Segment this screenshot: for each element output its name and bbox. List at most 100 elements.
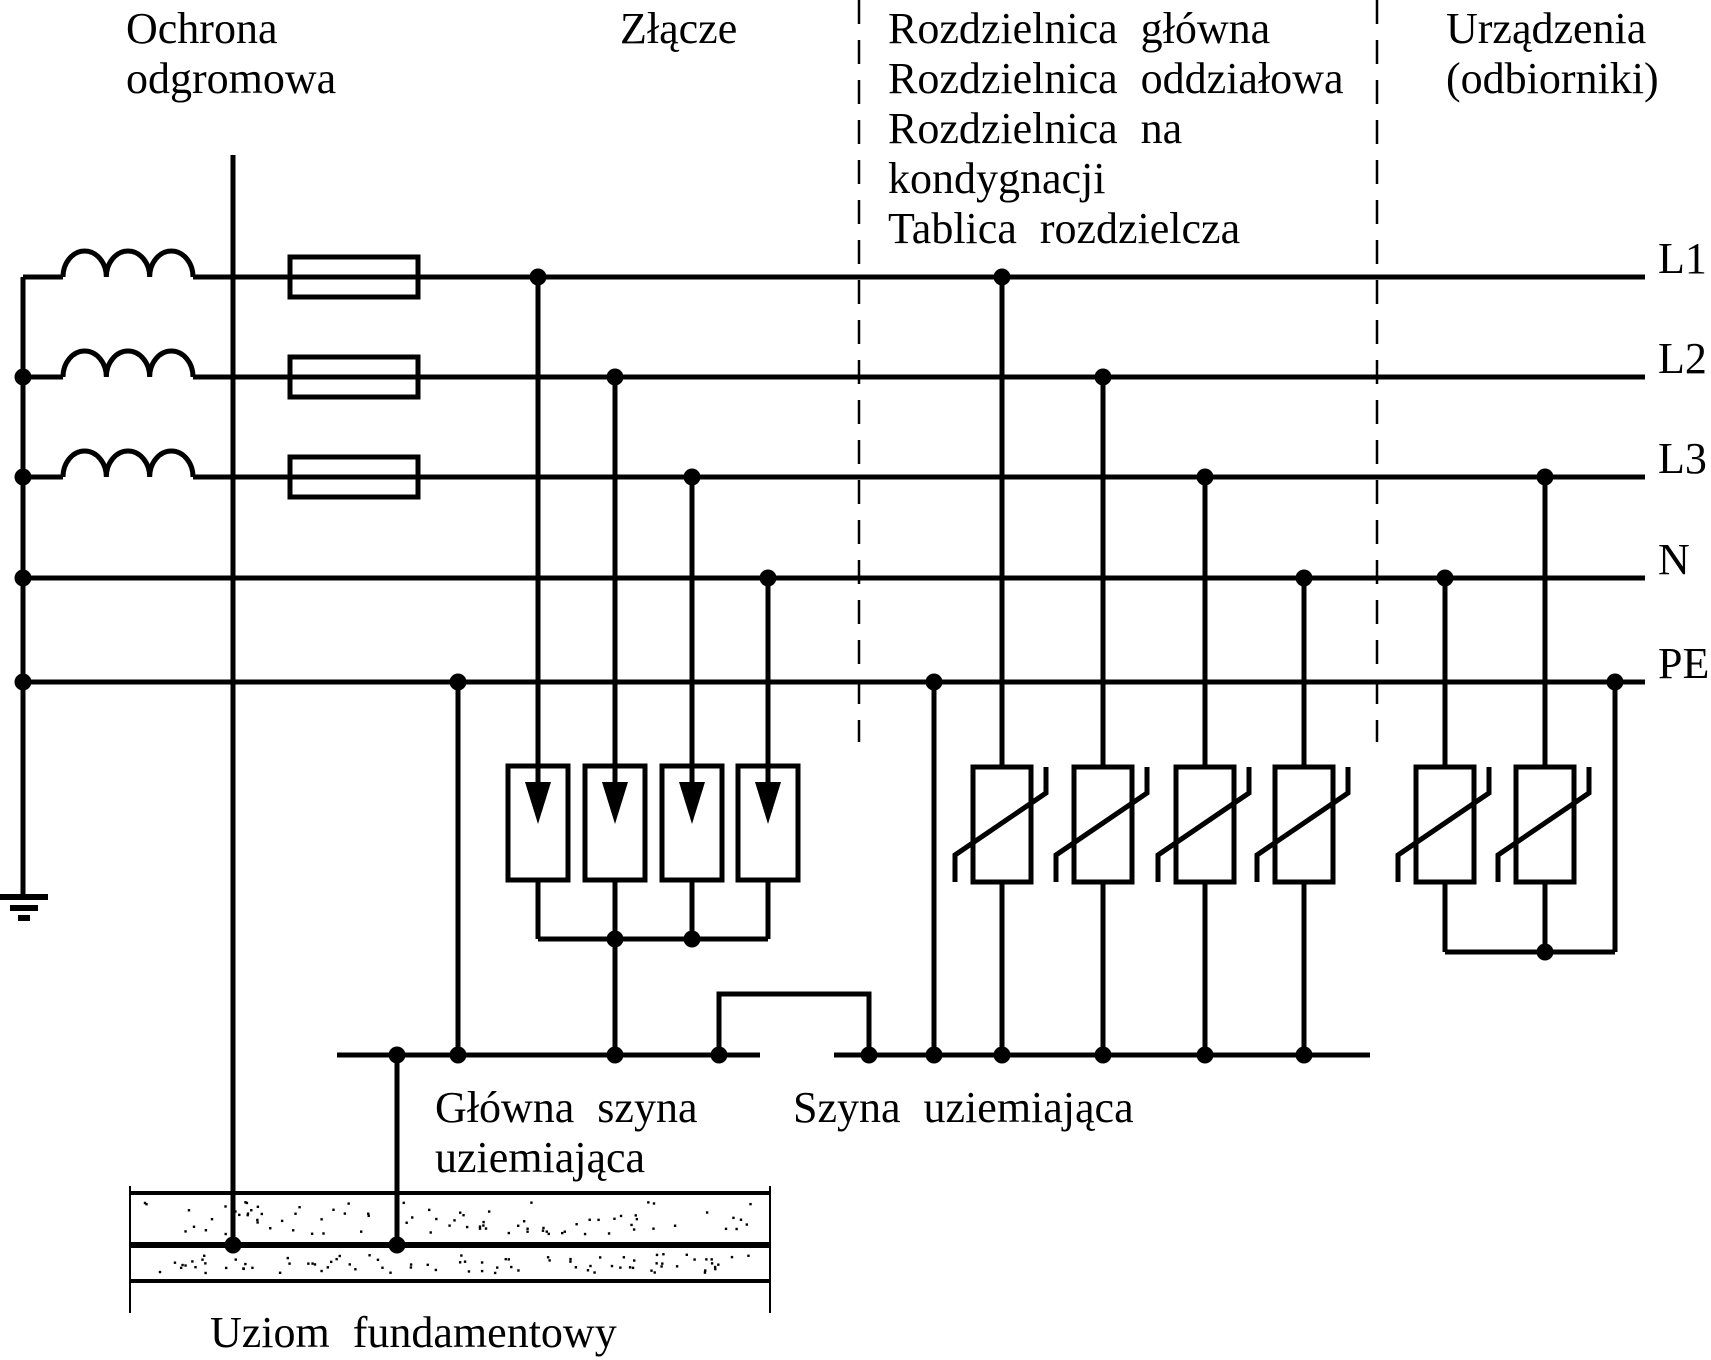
concrete-stipple-dot [145,1202,148,1206]
junction-dot-spd1-bar [606,930,624,948]
concrete-stipple-dot [493,1271,497,1275]
concrete-stipple-dot [427,1208,431,1212]
concrete-stipple-dot [487,1210,491,1213]
concrete-stipple-dot [359,1230,363,1233]
zone-label-rozdzielnice: Rozdzielnica oddziałowa [888,54,1343,103]
zone-label-zlacze: Złącze [620,4,737,53]
junction-dot-source-bus [14,569,32,587]
concrete-stipple-dot [713,1265,717,1269]
concrete-stipple-dot [714,1267,717,1271]
varistor-diagonal [1395,767,1492,882]
bar-to-bar-bridge [716,991,872,1055]
concrete-stipple-dot [320,1218,323,1221]
varistor-box [1071,764,1135,885]
concrete-stipple-dot [705,1258,708,1261]
concrete-stipple-dot [598,1256,602,1259]
varistor-box [1173,764,1237,885]
junction-dot-main-bar [710,1046,728,1064]
concrete-stipple-dot [204,1271,207,1275]
junction-dot-source-bus [14,673,32,691]
arrester-arrow-icon [602,782,628,824]
concrete-stipple-dot [634,1214,637,1217]
junction-dot-main-bar [449,1046,467,1064]
concrete-stipple-dot [480,1269,484,1273]
fuse-L3 [287,454,421,500]
concrete-stipple-dot [332,1208,335,1211]
varistor-diagonal [1254,767,1351,882]
concrete-stipple-dot [569,1257,572,1261]
zone-label-rozdzielnice: Rozdzielnica na [888,104,1182,153]
concrete-stipple-dot [561,1231,564,1235]
junction-dot-source-bus [14,468,32,486]
concrete-stipple-dot [192,1225,196,1228]
concrete-stipple-dot [381,1266,384,1269]
junctions-layer [14,268,1624,1254]
junction-dot-source-bus [14,368,32,386]
concrete-stipple-dot [673,1224,677,1227]
concrete-stipple-dot [402,1201,405,1205]
concrete-stipple-dot [242,1267,245,1271]
junction-dot-earth-bar [1196,1046,1214,1064]
concrete-stipple-dot [204,1262,207,1265]
concrete-stipple-dot [294,1212,297,1215]
concrete-stipple-dot [541,1229,545,1232]
concrete-stipple-dot [745,1223,749,1226]
concrete-stipple-dot [335,1257,338,1261]
zone-label-ochrona-odgromowa: Ochrona [126,4,278,53]
concrete-stipple-dot [458,1261,462,1264]
concrete-stipple-dot [389,1271,392,1274]
concrete-stipple-dot [675,1265,679,1268]
concrete-stipple-dot [717,1263,720,1266]
concrete-stipple-dot [662,1253,665,1256]
junction-dot-spd1-bar [683,930,701,948]
conductor-label-L2: L2 [1658,334,1707,383]
concrete-stipple-dot [496,1266,499,1269]
conductor-label-PE: PE [1658,639,1709,688]
concrete-stipple-dot [191,1260,194,1263]
zone-label-rozdzielnice: Tablica rozdzielcza [888,204,1240,253]
varistor-diagonal [952,767,1049,882]
concrete-stipple-dot [463,1260,467,1263]
concrete-stipple-dot [224,1266,228,1270]
concrete-stipple-dot [710,1258,713,1261]
concrete-stipple-dot [652,1227,655,1230]
concrete-stipple-dot [526,1230,529,1233]
spark-gap-arrester-box [735,763,801,883]
concrete-stipple-dot [173,1261,177,1264]
concrete-stipple-dot [453,1219,456,1222]
concrete-stipple-dot [724,1227,728,1231]
concrete-stipple-dot [575,1223,578,1226]
concrete-stipple-dot [256,1205,260,1208]
concrete-stipple-dot [246,1212,250,1215]
varistor-box [1513,764,1577,885]
concrete-stipple-dot [250,1209,253,1212]
concrete-stipple-dot [732,1216,735,1220]
concrete-stipple-dot [547,1232,550,1236]
concrete-stipple-dot [260,1212,264,1216]
concrete-stipple-dot [143,1201,147,1205]
concrete-stipple-dot [546,1256,550,1259]
concrete-stipple-dot [367,1212,370,1215]
concrete-stipple-dot [685,1253,689,1256]
concrete-stipple-dot [320,1269,323,1273]
concrete-stipple-dot [650,1269,653,1272]
concrete-stipple-dot [405,1221,408,1224]
concrete-stipple-dot [256,1221,259,1224]
concrete-stipple-dot [635,1217,639,1221]
concrete-stipple-dot [348,1263,351,1266]
concrete-stipple-dot [286,1256,289,1260]
main-earthing-bar-label: uziemiająca [435,1133,645,1182]
concrete-stipple-dot [194,1265,197,1269]
concrete-stipple-dot [224,1232,227,1236]
concrete-stipple-dot [179,1266,183,1270]
concrete-stipple-dot [367,1214,370,1218]
concrete-stipple-dot [310,1232,314,1235]
concrete-stipple-dot [251,1266,254,1270]
concrete-stipple-dot [631,1266,635,1270]
junction-dot-spd2 [1295,569,1313,587]
concrete-stipple-dot [288,1262,291,1265]
concrete-stipple-dot [187,1209,191,1212]
junction-dot-pe [1606,673,1624,691]
